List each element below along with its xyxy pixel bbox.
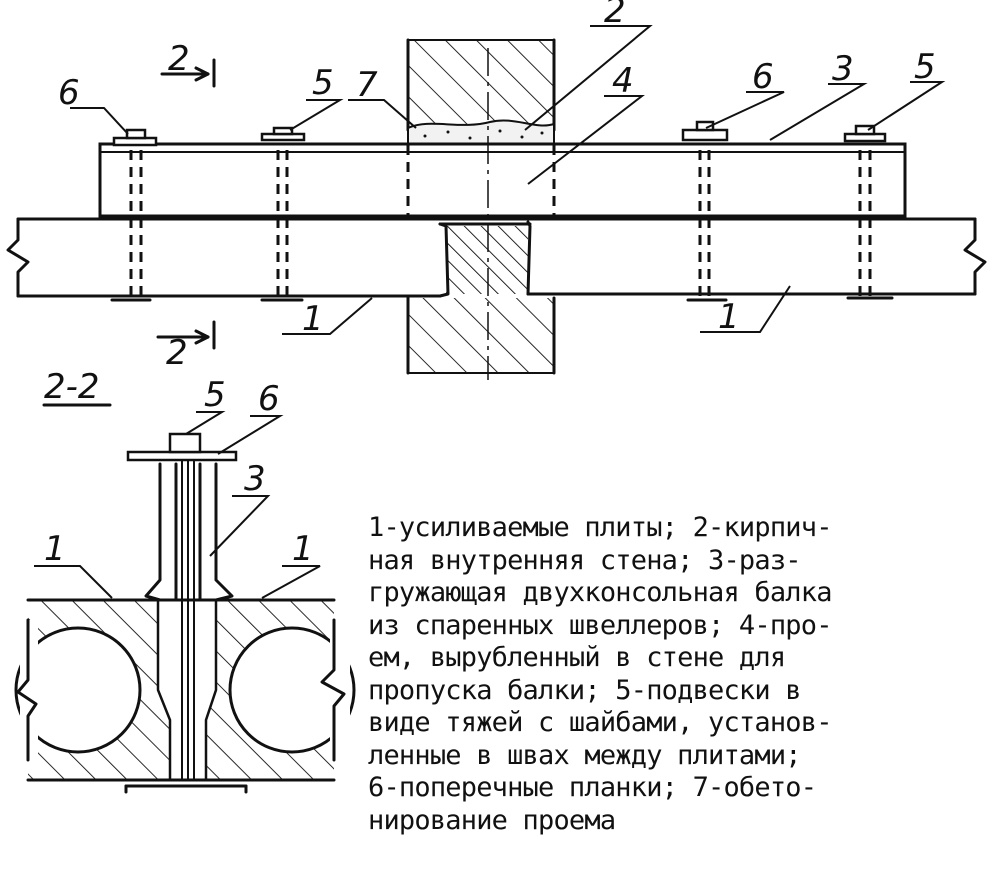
opening-concreting [407,119,555,145]
unloading-beam [98,142,907,218]
section-cut-marker [156,58,216,350]
callout-6-right: 6 [752,57,774,97]
section-callout-6: 6 [258,379,280,419]
callout-7: 7 [356,65,378,105]
elevation-view [6,25,987,380]
hollow-core-slab [14,598,356,782]
brick-wall-upper [406,38,556,132]
callout-5-right: 5 [914,47,936,87]
legend-caption: 1-усиливаемые плиты; 2-кирпич- ная внутр… [368,512,832,836]
callout-1-right: 1 [718,297,740,337]
brick-wall-lower [406,296,556,375]
callout-2-wall: 2 [604,0,626,31]
callout-1-left: 1 [302,299,324,339]
section-title: 2-2 [44,367,100,407]
callout-3: 3 [832,49,854,89]
hangers [110,120,894,302]
section-callout-1-left: 1 [44,529,66,569]
plan-leaders [70,25,946,335]
section-cut-label-top: 2 [168,39,190,79]
wall-opening [438,220,532,298]
section-leaders [34,411,321,599]
concreting-dots [423,129,544,140]
section-cut-label-bottom: 2 [166,333,188,373]
callout-5-left: 5 [312,63,334,103]
section-callout-1-right: 1 [292,529,314,569]
slabs [6,217,987,298]
callout-labels: 6 5 7 2 4 6 3 5 1 1 2 2 2-2 5 6 3 1 1 [44,0,936,569]
callout-6-left: 6 [58,73,80,113]
section-callout-5: 5 [204,375,226,415]
section-view [14,403,356,794]
beam-section [124,432,248,794]
callout-4: 4 [612,61,634,101]
section-callout-3: 3 [244,459,266,499]
